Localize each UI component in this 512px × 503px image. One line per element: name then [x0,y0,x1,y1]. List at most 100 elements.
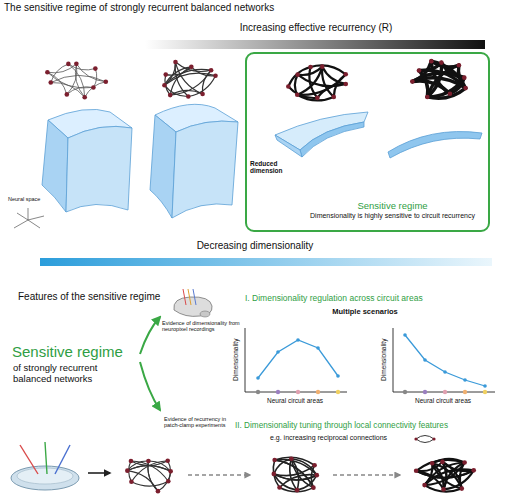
network-neuron [200,92,205,97]
network-neuron [440,460,445,465]
network-neuron [125,468,130,473]
network-neuron [422,483,427,488]
network-neuron [448,91,453,96]
network-edge [93,69,96,88]
network-neuron [186,94,191,99]
key-term: Sensitive regime [12,343,140,360]
network-edge [76,64,105,82]
section-heading: Features of the sensitive regime [18,291,218,303]
network-edge [291,459,313,488]
network-neuron [277,485,282,490]
network-neuron [286,84,291,89]
network-graph [162,60,218,99]
cerebellum-icon [200,311,210,317]
box-body: Dimensionality is highly sensitive to ci… [310,212,475,220]
network-edge [432,459,464,463]
network-neuron [104,79,109,84]
network-neuron [156,489,161,494]
network-neuron [168,469,173,474]
network-edge [444,463,465,490]
network-neuron [295,488,300,493]
network-edge [47,64,76,73]
network-neuron [343,82,348,87]
network-graph [45,62,108,100]
network-neuron [163,72,168,77]
network-neuron [165,458,170,463]
plot-point [463,378,467,382]
evidence-note: Evidence of recurrency in patch-clamp ex… [164,416,230,429]
network-edge [188,76,215,97]
feature-heading: I. Dimensionality regulation across circ… [245,294,505,304]
dish-inner [17,468,73,484]
dashed-arrow [333,474,400,475]
area-dot [423,390,427,394]
network-graph [271,456,319,492]
key-term-subtitle: of strongly recurrent balanced networks [13,363,123,385]
patch-pipette [45,442,47,474]
network-edge [131,481,168,486]
network-neuron [430,461,435,466]
area-dot [483,390,487,394]
network-edge [191,67,215,76]
network-edge [427,65,459,97]
network-edge [127,466,170,472]
area-dot [316,390,320,394]
network-neuron [457,63,462,68]
network-neuron [129,479,134,484]
manifold-shape [150,115,176,218]
axis-label: Dimensionality [380,325,387,395]
patch-pipette [20,445,38,474]
neuropixel-probe [193,289,196,305]
network-neuron [462,75,467,80]
manifold-shape [300,122,364,157]
network-edge [175,62,202,94]
patch-pipette [55,445,70,474]
box-heading: Sensitive regime [357,200,427,211]
network-neuron [146,459,151,464]
network-neuron [173,60,178,65]
brain-icon [174,297,212,316]
network-edge [297,74,346,95]
plot-axes [245,328,347,392]
network-neuron [462,460,467,465]
evidence-note: Evidence of dimensionality from neuropix… [162,320,240,333]
figure-title: The sensitive regime of strongly recurre… [4,2,274,14]
network-neuron [168,93,173,98]
axis-label: Dimensionality [232,325,239,395]
green-arrow [140,362,160,410]
network-edge [127,466,170,472]
network-neuron [320,64,325,69]
network-neuron [343,72,348,77]
plot-curve [405,335,485,386]
plot-point [336,374,340,378]
axis-icon [28,208,29,220]
network-neuron [48,80,53,85]
network-edge [311,65,346,74]
network-edge [322,67,334,97]
flow-arrow [88,472,110,474]
network-neuron [414,468,419,473]
plot-point [316,346,320,350]
axis-icon [28,216,44,220]
network-neuron [209,68,214,73]
network-edge [311,465,314,487]
network-edge [441,63,464,78]
network-edge [127,471,158,491]
manifold-shape [172,121,238,218]
network-edge [75,64,84,97]
plot-point [483,384,487,388]
network-edge [158,471,171,491]
network-neuron [91,85,96,90]
network-neuron [45,70,50,75]
dimensionality-gradient-bar [40,258,492,266]
network-neuron [315,473,320,478]
recurrency-gradient-bar [145,40,485,49]
network-neuron [331,95,336,100]
network-neuron [82,95,87,100]
feature-heading: II. Dimensionality tuning through local … [235,421,507,430]
network-edge [322,67,346,84]
network-graph [414,459,476,492]
plot-axes [393,328,495,392]
network-neuron [129,459,134,464]
network-neuron [429,59,434,64]
